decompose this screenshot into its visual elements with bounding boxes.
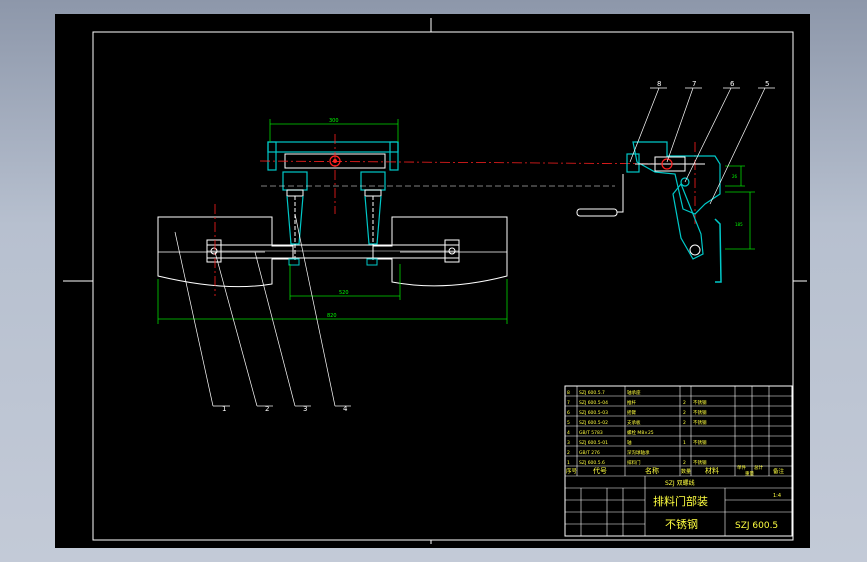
parts-row: 5 SZJ 600.5-02 支承板 2 不锈钢 [567,419,707,426]
svg-text:摇臂: 摇臂 [627,409,636,416]
svg-text:7: 7 [567,400,570,406]
svg-text:SZJ 600.5-04: SZJ 600.5-04 [579,400,608,406]
balloon-7: 7 [692,80,696,88]
svg-text:材料: 材料 [705,466,719,475]
svg-text:序号: 序号 [566,467,578,475]
svg-text:8: 8 [567,390,570,396]
right-door-outline [372,216,508,287]
drawing-border [92,31,794,541]
svg-text:GB/T 276: GB/T 276 [579,450,600,456]
left-door-outline [157,216,294,288]
svg-text:单件: 单件 [737,464,746,471]
svg-text:备注: 备注 [773,467,785,475]
parts-row: 3 SZJ 600.5-01 轴 1 不锈钢 [567,439,707,446]
svg-text:排料门: 排料门 [627,459,641,466]
balloon-leaders-left [174,213,351,407]
parts-row: 7 SZJ 600.5-04 推杆 2 不锈钢 [567,399,707,406]
svg-text:2: 2 [683,460,686,466]
balloon-3: 3 [303,405,307,413]
svg-text:数量: 数量 [681,468,691,475]
balloon-leaders-right [629,87,775,205]
svg-text:GB/T 5783: GB/T 5783 [579,430,603,436]
svg-text:1: 1 [683,440,686,446]
balloon-5: 5 [765,80,769,88]
side-dimensions [725,165,755,250]
drawing-title: 排料门部装 [653,494,708,508]
parts-header: 序号 代号 名称 数量 材料 单件 总计 重量 备注 [566,464,785,477]
side-view [576,141,722,283]
scale-value: 1:4 [773,493,781,499]
parts-row: 4 GB/T 5783 螺栓 M8×25 [567,429,654,436]
svg-text:不锈钢: 不锈钢 [693,459,707,466]
svg-text:螺栓 M8×25: 螺栓 M8×25 [627,429,654,436]
crank-handle [576,208,618,217]
svg-text:2: 2 [683,400,686,406]
svg-text:2: 2 [683,420,686,426]
svg-text:不锈钢: 不锈钢 [693,419,707,426]
parts-list: 8 SZJ 600.5.7 轴承座 7 SZJ 600.5-04 推杆 2 不锈… [567,389,707,466]
drawing-canvas[interactable]: 300 520 820 1 2 3 4 [55,14,810,548]
shaft [206,244,460,259]
svg-text:轴承座: 轴承座 [627,389,641,396]
svg-text:推杆: 推杆 [627,399,636,406]
balloon-2: 2 [265,405,269,413]
balloon-1: 1 [222,405,226,413]
svg-text:深沟球轴承: 深沟球轴承 [627,449,650,456]
cad-drawing-sheet[interactable]: 300 520 820 1 2 3 4 [55,14,810,548]
svg-text:2: 2 [683,410,686,416]
parts-row: 6 SZJ 600.5-03 摇臂 2 不锈钢 [567,409,707,416]
svg-text:1: 1 [567,460,570,466]
top-bracket [267,141,399,153]
dim-top-width: 300 [329,118,339,124]
svg-text:SZJ 600.5-03: SZJ 600.5-03 [579,410,608,416]
centerlines [214,134,696,296]
balloon-4: 4 [343,405,348,413]
svg-text:SZJ 600.5-02: SZJ 600.5-02 [579,420,608,426]
svg-text:重量: 重量 [745,470,754,477]
front-view [157,141,508,288]
svg-text:代号: 代号 [593,466,607,475]
svg-text:4: 4 [567,430,570,436]
svg-text:6: 6 [567,410,570,416]
svg-text:总计: 总计 [754,464,763,471]
company-name: SZJ 双螺线 [665,479,695,487]
parts-row: 2 GB/T 276 深沟球轴承 [567,449,650,456]
svg-text:SZJ 600.5-01: SZJ 600.5-01 [579,440,608,446]
svg-text:名称: 名称 [645,466,659,475]
svg-text:不锈钢: 不锈钢 [693,439,707,446]
dimension-lines [157,119,508,324]
dim-middle-width: 520 [339,290,349,296]
svg-text:轴: 轴 [627,439,632,446]
svg-text:3: 3 [567,440,570,446]
title-block[interactable]: 8 SZJ 600.5.7 轴承座 7 SZJ 600.5-04 推杆 2 不锈… [564,385,793,537]
balloon-6: 6 [730,80,735,88]
svg-text:SZJ 600.5.7: SZJ 600.5.7 [579,390,605,396]
dim-right-height: 185 [735,222,743,227]
material-label: 不锈钢 [665,518,698,531]
dim-overall-width: 820 [327,313,337,319]
parts-row: 1 SZJ 600.5.6 排料门 2 不锈钢 [567,459,707,466]
svg-text:SZJ 600.5.6: SZJ 600.5.6 [579,460,605,466]
svg-text:5: 5 [567,420,570,426]
rocker-arm [672,182,704,260]
balloon-8: 8 [657,80,661,88]
centering-marks [63,18,807,544]
svg-text:不锈钢: 不锈钢 [693,399,707,406]
svg-text:不锈钢: 不锈钢 [693,409,707,416]
dim-right-small: 26 [732,174,738,179]
parts-row: 8 SZJ 600.5.7 轴承座 [567,389,641,396]
drawing-number: SZJ 600.5 [735,521,778,531]
svg-text:2: 2 [567,450,570,456]
svg-text:支承板: 支承板 [627,419,641,426]
